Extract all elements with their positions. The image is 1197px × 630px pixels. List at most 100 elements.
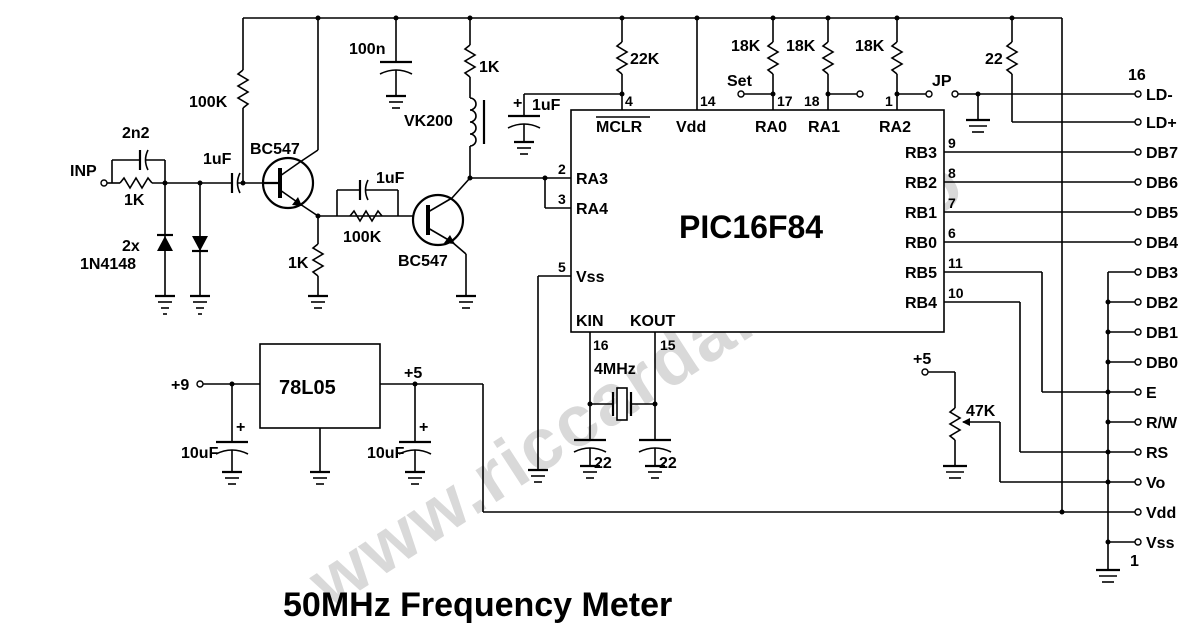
label-10uf-in: 10uF [181, 445, 219, 462]
label-22-b: 22 [659, 455, 677, 472]
label-1uf-in: 1uF [203, 151, 232, 168]
label-4mhz: 4MHz [594, 361, 636, 378]
power-supply [196, 343, 483, 485]
label-18k-2: 18K [786, 38, 816, 55]
pin-number-4: 4 [625, 93, 633, 109]
pin-label-ra3: RA3 [576, 171, 608, 188]
collector-load [463, 15, 548, 181]
conn-db3: DB3 [1146, 265, 1178, 282]
label-1uf-feedback: 1uF [376, 170, 405, 187]
pin-label-ra1: RA1 [808, 119, 840, 136]
label-1k-collector: 1K [479, 59, 500, 76]
label-2n2: 2n2 [122, 125, 150, 142]
label-q1: BC547 [250, 141, 300, 158]
input-stage [100, 18, 262, 315]
label-47k: 47K [966, 403, 996, 420]
ra3-ra4-wiring [544, 177, 571, 209]
pin-number-9: 9 [948, 135, 956, 151]
label-100k-feedback: 100K [343, 229, 382, 246]
label-2x: 2x [122, 238, 140, 255]
pullup-resistors [737, 15, 1135, 133]
pin-label-rb4: RB4 [905, 295, 937, 312]
conn-ld-plus: LD+ [1146, 115, 1177, 132]
connector-pin-16: 16 [1128, 67, 1146, 84]
pin-label-rb2: RB2 [905, 175, 937, 192]
backlight-resistor [1005, 15, 1135, 515]
decoupling-100n [379, 15, 413, 109]
pin-label-ra4: RA4 [576, 201, 608, 218]
label-1k-emitter: 1K [288, 255, 309, 272]
connector-ground-bus [1096, 271, 1135, 583]
vcc-rail [243, 17, 1135, 513]
conn-db5: DB5 [1146, 205, 1178, 222]
pin-number-14: 14 [700, 93, 716, 109]
pin-number-5: 5 [558, 259, 566, 275]
label-inp: INP [70, 163, 97, 180]
conn-db0: DB0 [1146, 355, 1178, 372]
label-1n4148: 1N4148 [80, 256, 136, 273]
label-22-a: 22 [594, 455, 612, 472]
vss-ground [528, 275, 571, 483]
pin-number-15: 15 [660, 337, 676, 353]
emitter-network [308, 179, 405, 309]
pin-label-kin: KIN [576, 313, 604, 330]
conn-vo: Vo [1146, 475, 1165, 492]
label-plus5: +5 [404, 365, 422, 382]
pin-number-10: 10 [948, 285, 964, 301]
connector-pin-1: 1 [1130, 553, 1139, 570]
conn-ld-minus: LD- [1146, 87, 1173, 104]
pin-label-rb0: RB0 [905, 235, 937, 252]
conn-vdd: Vdd [1146, 505, 1176, 522]
pin-label-ra0: RA0 [755, 119, 787, 136]
plus-mclr-cap: + [513, 95, 522, 112]
label-set: Set [727, 73, 753, 90]
conn-db4: DB4 [1146, 235, 1178, 252]
conn-db7: DB7 [1146, 145, 1178, 162]
pin-number-16: 16 [593, 337, 609, 353]
pin-label-kout: KOUT [630, 313, 676, 330]
label-vk200: VK200 [404, 113, 453, 130]
pin-label-ra2: RA2 [879, 119, 911, 136]
label-plus9: +9 [171, 377, 189, 394]
conn-db2: DB2 [1146, 295, 1178, 312]
pin-label-rb3: RB3 [905, 145, 937, 162]
label-q2: BC547 [398, 253, 448, 270]
pin-label-vss: Vss [576, 269, 605, 286]
pin-number-11: 11 [948, 255, 963, 271]
connector-terminals [1134, 90, 1142, 546]
contrast-pot [921, 368, 1135, 483]
label-pot-supply: +5 [913, 351, 931, 368]
label-18k-1: 18K [731, 38, 761, 55]
plus-10uf-in: + [236, 419, 245, 436]
pin-number-8: 8 [948, 165, 956, 181]
ic-name: PIC16F84 [679, 209, 823, 245]
label-78l05: 78L05 [279, 377, 336, 399]
label-10uf-out: 10uF [367, 445, 405, 462]
transistor-q1 [261, 15, 321, 217]
label-jp: JP [932, 73, 952, 90]
pin-label-rb1: RB1 [905, 205, 937, 222]
conn-e: E [1146, 385, 1157, 402]
label-1uf-mclr: 1uF [532, 97, 561, 114]
label-1k-input: 1K [124, 192, 145, 209]
crystal-oscillator [573, 332, 672, 479]
transistor-q2 [405, 175, 476, 309]
pin-number-3: 3 [558, 191, 566, 207]
plus-10uf-out: + [419, 419, 428, 436]
mclr-network [507, 15, 629, 155]
label-18k-3: 18K [855, 38, 885, 55]
conn-rs: RS [1146, 445, 1169, 462]
label-22k: 22K [630, 51, 660, 68]
label-22-ohm: 22 [985, 51, 1003, 68]
pin-number-7: 7 [948, 195, 956, 211]
pin-number-18: 18 [804, 93, 820, 109]
rb-lines [944, 151, 1135, 453]
pin-number-2: 2 [558, 161, 566, 177]
pin-number-6: 6 [948, 225, 956, 241]
pin-number-17: 17 [777, 93, 793, 109]
conn-db6: DB6 [1146, 175, 1178, 192]
pic-body [570, 109, 945, 333]
pin-label-vdd: Vdd [676, 119, 706, 136]
pin-label-mclr: MCLR [596, 119, 643, 136]
